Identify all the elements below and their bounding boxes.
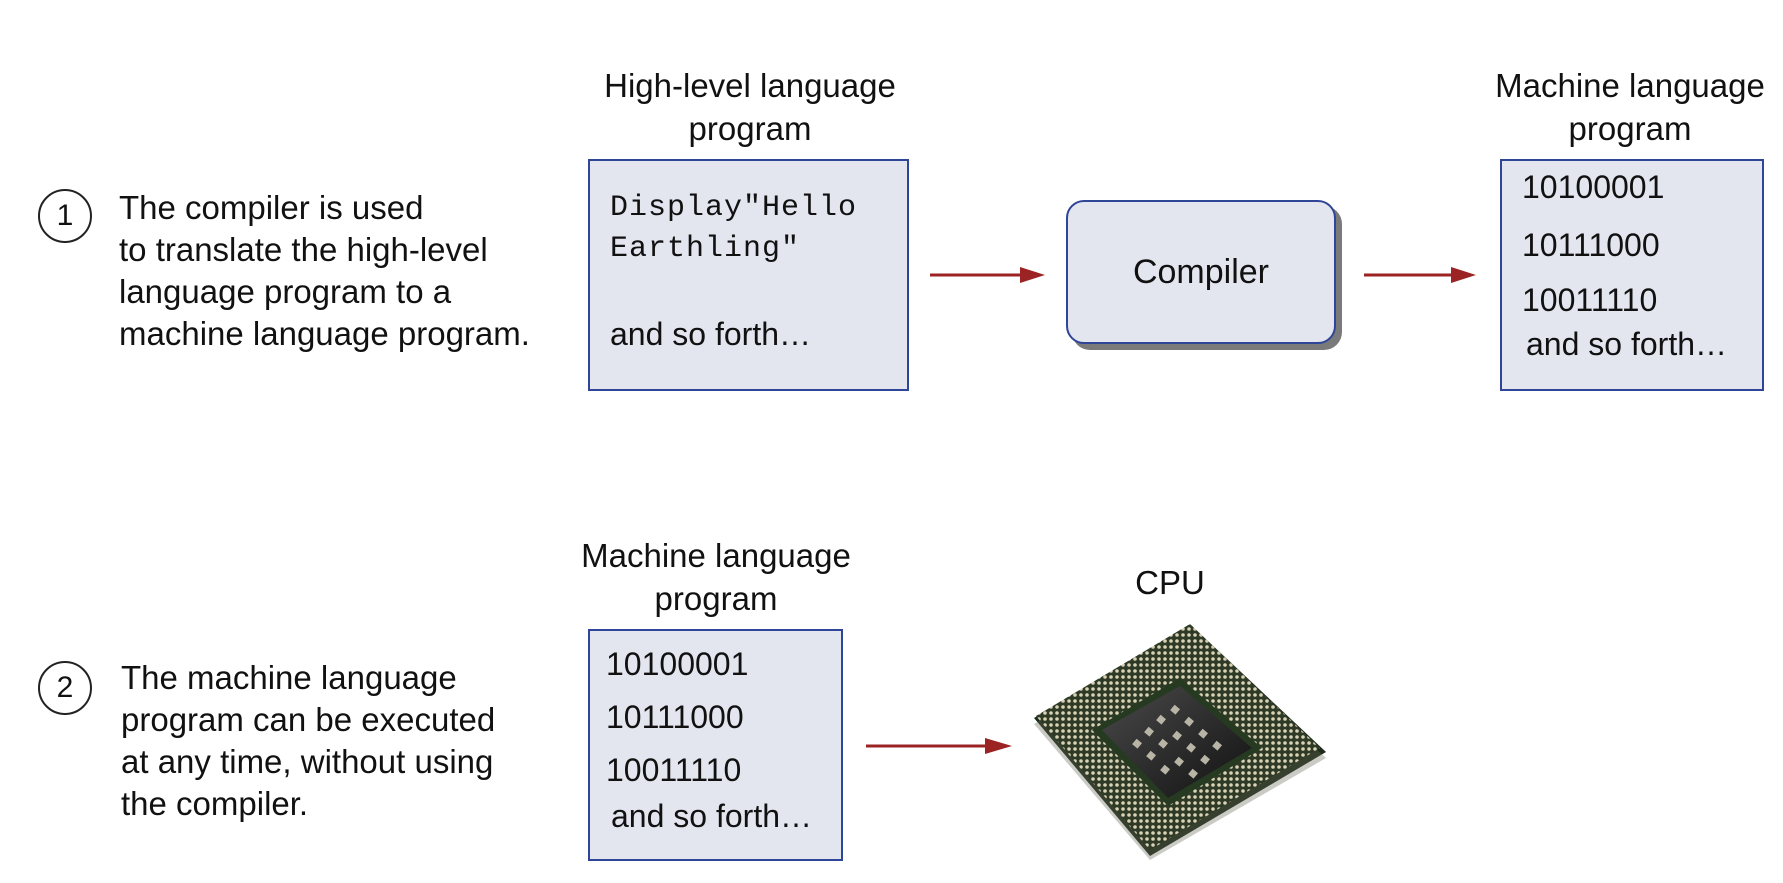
compiler-box: Compiler — [1066, 200, 1336, 344]
cpu-label: CPU — [1135, 564, 1205, 601]
binary-line: 10011110 — [1522, 282, 1658, 318]
machine-program-box: 10100001 10111000 10011110 and so forth… — [1500, 159, 1764, 391]
compiler-label: Compiler — [1132, 252, 1270, 291]
binary-line: 10011110 — [606, 752, 742, 788]
arrow-right-icon — [930, 267, 1045, 283]
binary-ellipsis: and so forth… — [611, 798, 812, 834]
machine-program-box-2: 10100001 10111000 10011110 and so forth… — [588, 629, 843, 861]
step-2-marker: 2 — [38, 661, 92, 715]
arrow-right-icon — [866, 738, 1012, 754]
binary-line: 10111000 — [1522, 227, 1660, 263]
binary-ellipsis: and so forth… — [1526, 326, 1727, 362]
code-line: Display"Hello — [610, 191, 858, 225]
code-line: Earthling" — [610, 232, 801, 266]
binary-line: 10111000 — [606, 699, 744, 735]
binary-line: 10100001 — [1522, 169, 1665, 205]
machine-program-heading-2: Machine language program — [581, 537, 851, 617]
arrow-right-icon — [1364, 267, 1476, 283]
machine-program-heading: Machine language program — [1495, 67, 1765, 147]
high-level-program-box: Display"Hello Earthling" and so forth… — [588, 159, 909, 391]
binary-line: 10100001 — [606, 646, 749, 682]
high-level-program-heading: High-level language program — [604, 67, 896, 147]
step-1-description: The compiler is used to translate the hi… — [119, 189, 530, 352]
step-1-marker: 1 — [38, 189, 92, 243]
step-2-description: The machine language program can be exec… — [121, 659, 496, 822]
code-ellipsis: and so forth… — [610, 316, 811, 352]
cpu-chip-icon — [1034, 624, 1326, 860]
